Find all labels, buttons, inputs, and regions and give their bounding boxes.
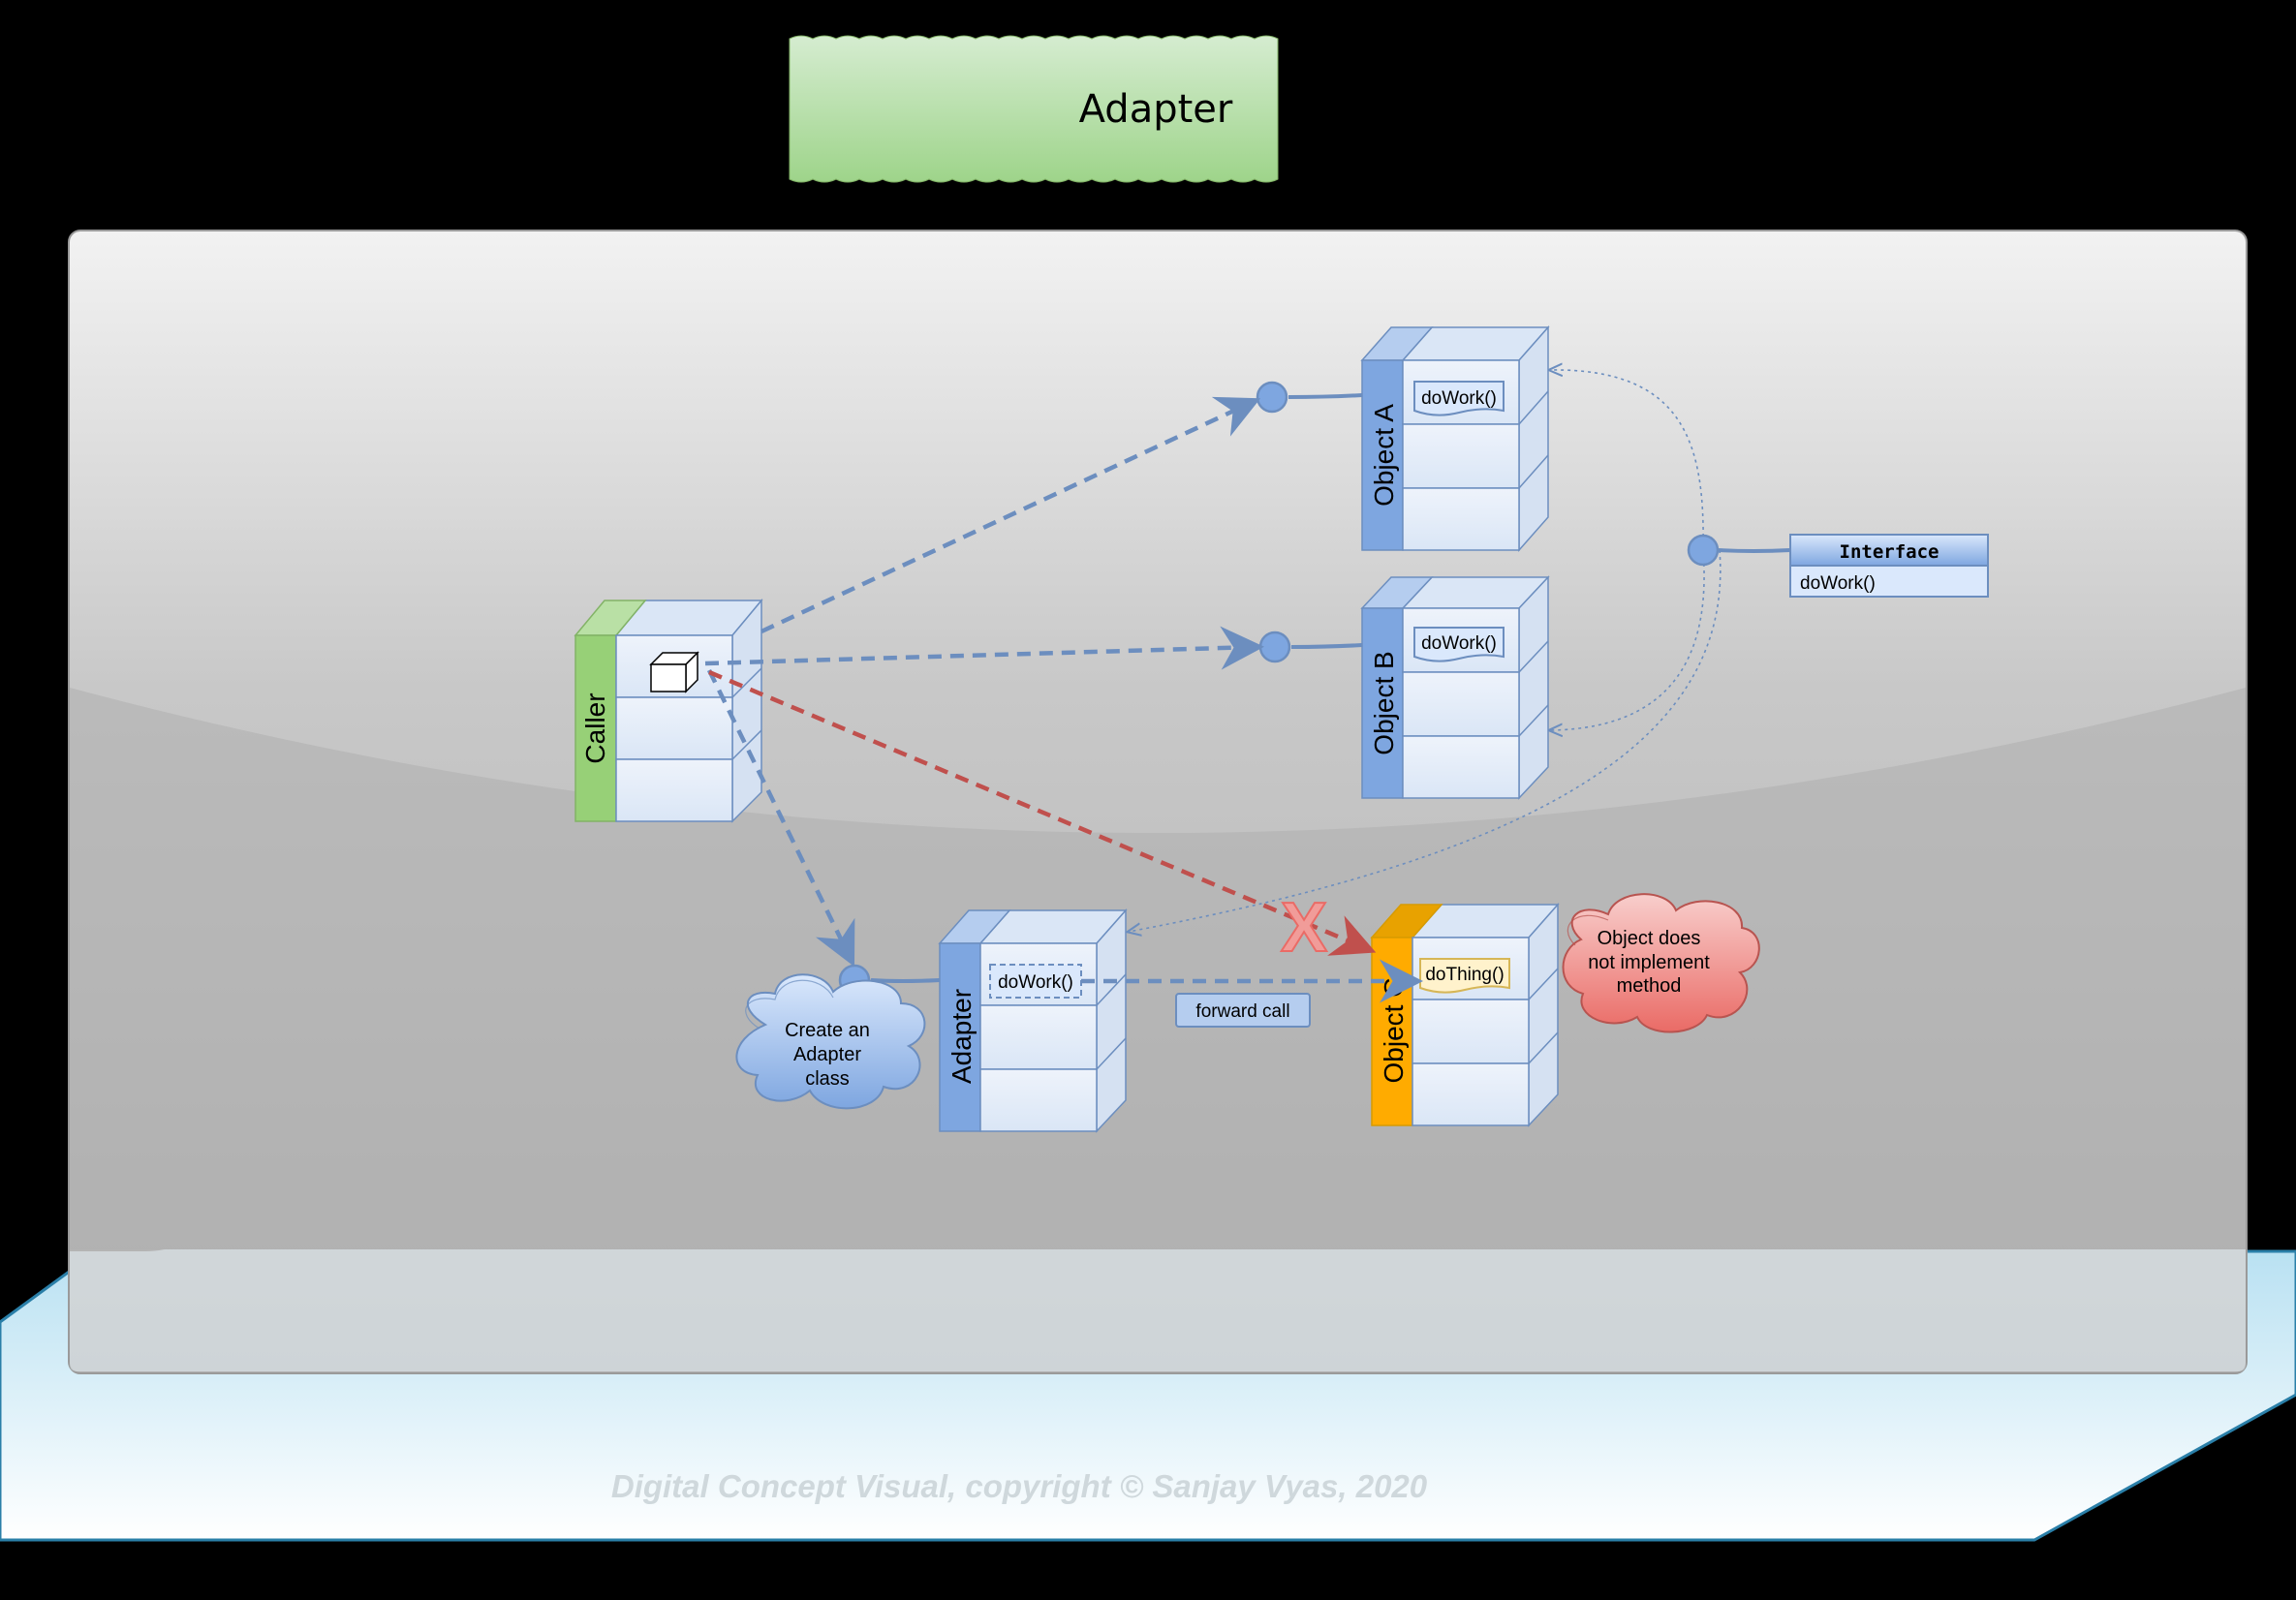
not-implemented-callout: Object does not implement method: [1562, 893, 1760, 1033]
call-arrow-object-a: [760, 396, 1261, 634]
adapter-label: Adapter: [946, 989, 977, 1084]
forward-call-label: forward call: [1195, 1001, 1289, 1022]
object-a: Object A doWork(): [1360, 325, 1550, 552]
caller-object: Caller: [574, 598, 763, 823]
call-arrow-adapter: [706, 669, 855, 968]
blocked-x-icon: X: [1281, 889, 1327, 967]
call-arrow-object-c-blocked: [708, 669, 1377, 956]
interface-box: Interface doWork(): [1789, 534, 1989, 598]
port-interface: [1687, 534, 1720, 567]
create-adapter-line-3: class: [805, 1068, 850, 1090]
object-b-label: Object B: [1369, 651, 1399, 754]
call-arrows: [704, 396, 1423, 1003]
interface-method: doWork(): [1800, 573, 1876, 594]
copyright-footer: Digital Concept Visual, copyright © Sanj…: [611, 1468, 1428, 1504]
interface-header: Interface: [1840, 541, 1939, 563]
connector-adapter: [870, 978, 941, 983]
interface-link-adapter: [1129, 549, 1722, 932]
object-c-method: doThing(): [1419, 958, 1510, 994]
object-c-method-label: doThing(): [1425, 965, 1504, 985]
interface-link-object-b: [1550, 549, 1705, 730]
interface-links: [1129, 370, 1722, 932]
object-a-method-label: doWork(): [1421, 388, 1497, 409]
connector-object-b: [1290, 643, 1363, 649]
object-a-method: doWork(): [1413, 381, 1505, 416]
adapter-method: doWork(): [989, 964, 1082, 999]
not-implemented-line-2: not implement: [1588, 952, 1710, 973]
panel-floor-reflection: [70, 1249, 2246, 1371]
create-adapter-callout: Create an Adapter class: [735, 973, 926, 1110]
call-arrow-object-b: [704, 626, 1264, 670]
not-implemented-line-1: Object does: [1598, 928, 1701, 949]
create-adapter-line-2: Adapter: [793, 1044, 861, 1065]
adapter-object: Adapter doWork(): [938, 908, 1128, 1133]
blocked-mark: X: [1280, 888, 1328, 968]
port-object-a: [1256, 381, 1288, 414]
object-a-label: Object A: [1369, 404, 1399, 507]
cube-icon: [649, 651, 699, 693]
connector-interface: [1717, 548, 1791, 553]
object-c-label: Object C: [1379, 978, 1409, 1084]
object-b-method-label: doWork(): [1421, 633, 1497, 654]
caller-label: Caller: [580, 692, 610, 763]
connector-object-a: [1288, 393, 1363, 399]
object-b-method: doWork(): [1413, 627, 1505, 662]
panel-sheen: [70, 688, 2246, 1249]
create-adapter-line-1: Create an: [785, 1020, 870, 1041]
object-b: Object B doWork(): [1360, 575, 1550, 800]
title-banner: Adapter: [789, 35, 1279, 183]
forward-call-tag: forward call: [1175, 993, 1311, 1028]
page-title: Adapter: [1079, 87, 1233, 132]
object-c: Object C doThing(): [1370, 903, 1560, 1127]
port-object-b: [1258, 631, 1291, 663]
not-implemented-line-3: method: [1617, 975, 1682, 997]
adapter-method-label: doWork(): [998, 972, 1073, 993]
